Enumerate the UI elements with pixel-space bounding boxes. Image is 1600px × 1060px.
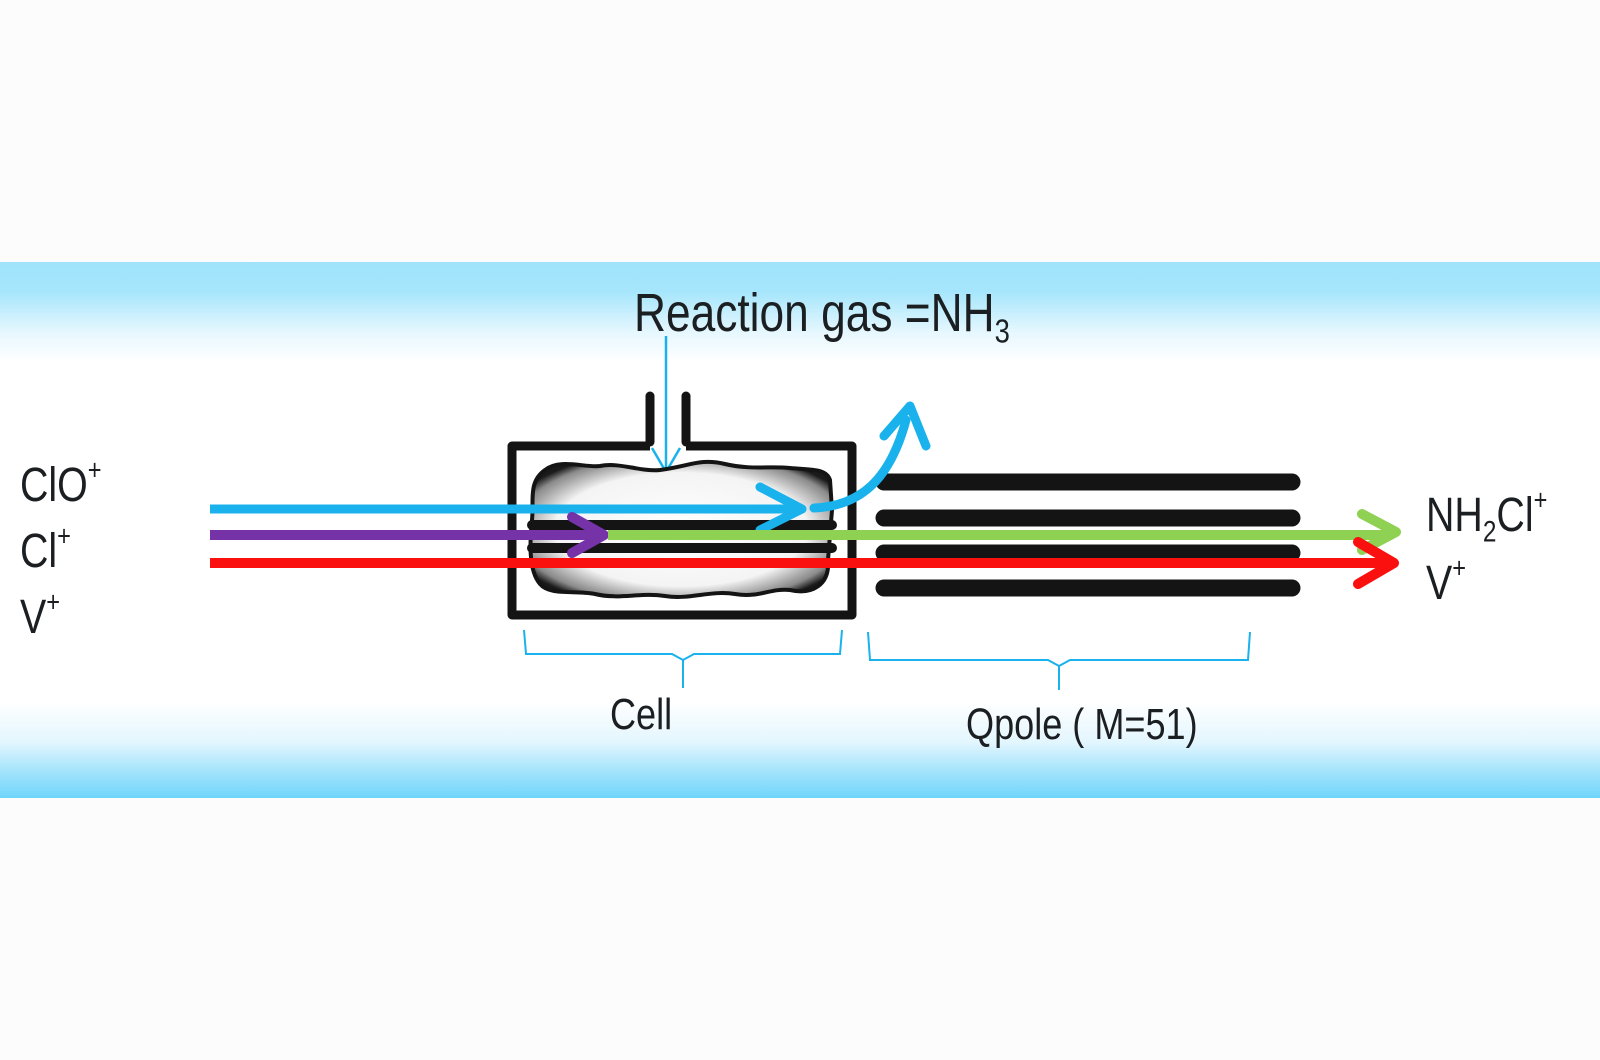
qpole-brace [867, 631, 1251, 690]
cl-ion-path [210, 512, 609, 558]
clo-ion-path [210, 401, 931, 535]
input-ion-cl: Cl+ [20, 520, 71, 578]
input-ion-clo: ClO+ [20, 454, 102, 512]
gas-inlet [645, 391, 691, 447]
quadrupole-rods [875, 473, 1301, 597]
cell-brace [523, 629, 843, 688]
input-ion-v: V+ [20, 586, 61, 644]
nh2cl-product-path [608, 509, 1401, 555]
cell-box [507, 441, 857, 620]
v-ion-path [210, 537, 1399, 589]
reaction-gas-title: Reaction gas =NH3 [634, 283, 1010, 351]
qpole-label: Qpole ( M=51) [966, 700, 1198, 749]
output-ion-v: V+ [1426, 552, 1467, 610]
output-ion-nh2cl: NH2Cl+ [1426, 484, 1548, 549]
cell-label: Cell [610, 690, 673, 739]
gas-flow-arrow [650, 336, 682, 475]
